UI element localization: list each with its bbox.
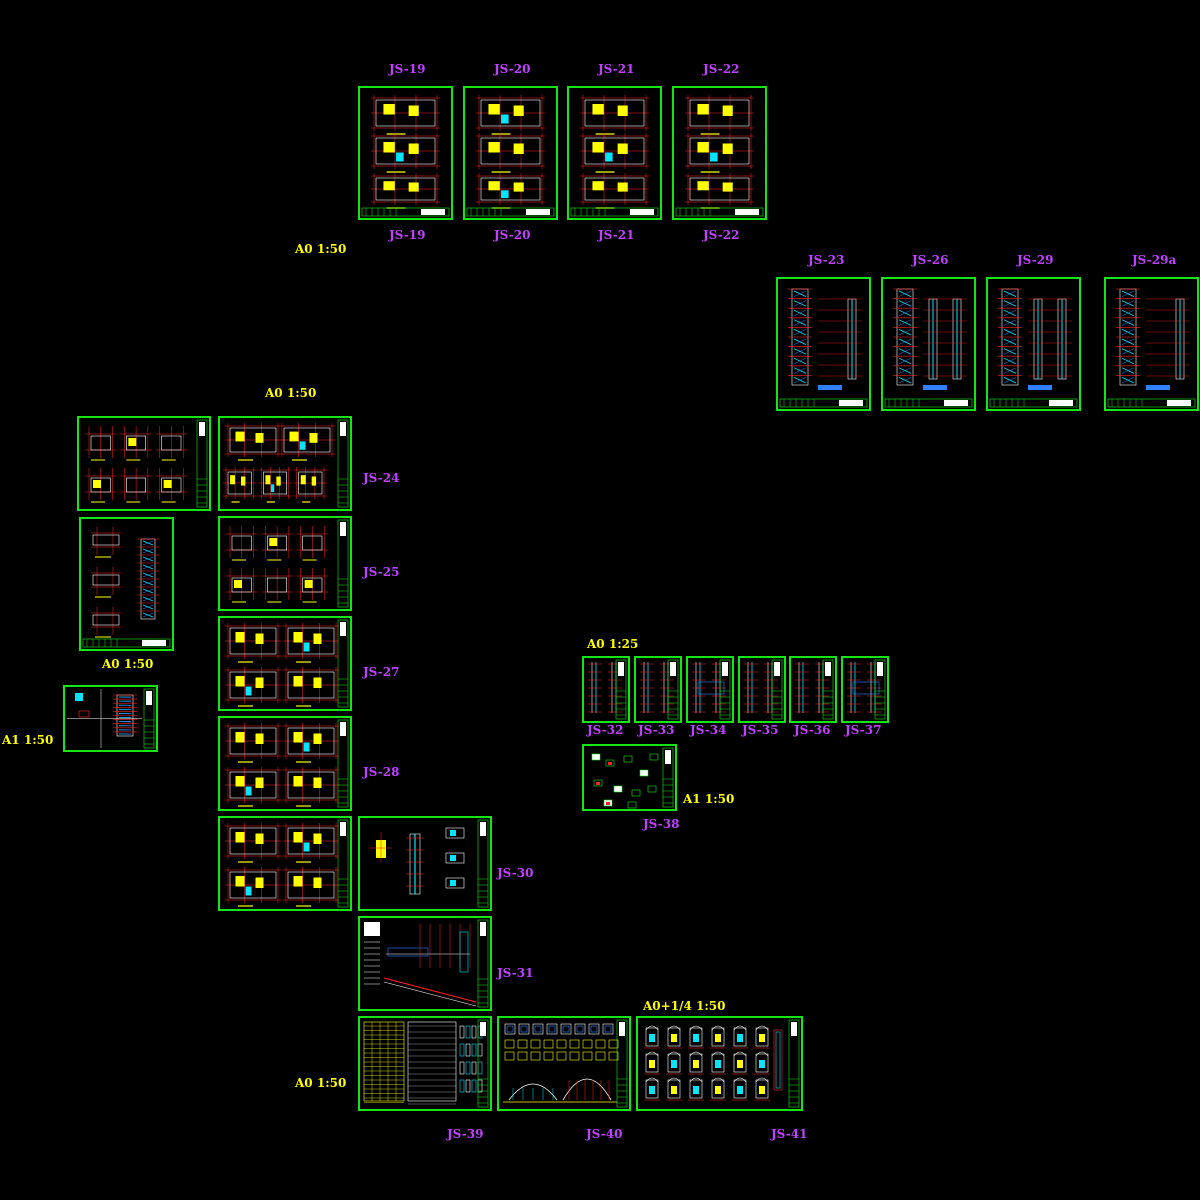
sheet-js-21-drawing: [570, 95, 659, 217]
sheet-js-34-drawing: [692, 659, 731, 720]
label-js-39: JS-39: [447, 1127, 484, 1141]
label-js-23: JS-23: [808, 253, 845, 267]
scale-note-a1-left: A1 1:50: [2, 733, 54, 747]
sheet-js-37-drawing: [847, 659, 886, 720]
sheet-js-38[interactable]: [582, 744, 677, 811]
sheet-js-33[interactable]: [634, 656, 682, 723]
label-js-27: JS-27: [363, 665, 400, 679]
label-js-33: JS-33: [638, 723, 675, 737]
label-js-26: JS-26: [912, 253, 949, 267]
label-js-36: JS-36: [794, 723, 831, 737]
label-js-24: JS-24: [363, 471, 400, 485]
label-js-38: JS-38: [643, 817, 680, 831]
sheet-js-23-drawing: [779, 288, 868, 408]
label-js-21-bottom: JS-21: [598, 228, 635, 242]
label-js-40: JS-40: [586, 1127, 623, 1141]
sheet-js-34[interactable]: [686, 656, 734, 723]
sheet-js-40-drawing: [503, 1019, 628, 1108]
sheet-js-25-drawing: [226, 519, 349, 608]
label-js-31: JS-31: [497, 966, 534, 980]
scale-note-a0-left-mid: A0 1:50: [102, 657, 154, 671]
sheet-left-b-drawing: [82, 527, 171, 648]
sheet-js-31[interactable]: [358, 916, 492, 1011]
label-js-28: JS-28: [363, 765, 400, 779]
sheet-js-23[interactable]: [776, 277, 871, 411]
sheet-js-30-drawing: [370, 819, 489, 908]
label-js-25: JS-25: [363, 565, 400, 579]
label-js-20-top: JS-20: [494, 62, 531, 76]
sheet-js-32-drawing: [588, 659, 627, 720]
scale-note-a0-left: A0 1:50: [265, 386, 317, 400]
sheet-js-36[interactable]: [789, 656, 837, 723]
scale-note-a0-bottom: A0 1:50: [295, 1076, 347, 1090]
sheet-js-35-drawing: [744, 659, 783, 720]
sheet-js-29a[interactable]: [1104, 277, 1199, 411]
sheet-js-25[interactable]: [218, 516, 352, 611]
scale-note-a1-detail: A1 1:50: [683, 792, 735, 806]
sheet-js-20-drawing: [466, 95, 555, 217]
label-js-35: JS-35: [742, 723, 779, 737]
sheet-js-19[interactable]: [358, 86, 453, 220]
sheet-js-20[interactable]: [463, 86, 558, 220]
label-js-32: JS-32: [587, 723, 624, 737]
sheet-js-27-drawing: [225, 619, 349, 708]
label-js-41: JS-41: [771, 1127, 808, 1141]
sheet-js-32[interactable]: [582, 656, 630, 723]
scale-note-a0-quarter: A0+1/4 1:50: [643, 999, 726, 1013]
sheet-js-24-drawing: [223, 419, 349, 508]
sheet-a1-small-drawing: [67, 688, 155, 749]
sheet-left-b[interactable]: [79, 517, 174, 651]
sheet-js-22[interactable]: [672, 86, 767, 220]
sheet-js-29a-drawing: [1107, 288, 1196, 408]
sheet-js-29b[interactable]: [218, 816, 352, 911]
label-js-19-bottom: JS-19: [389, 228, 426, 242]
sheet-js-19-drawing: [361, 95, 450, 217]
sheet-left-a-drawing: [85, 419, 208, 508]
sheet-js-28[interactable]: [218, 716, 352, 811]
sheet-a1-small[interactable]: [63, 685, 158, 752]
sheet-js-29[interactable]: [986, 277, 1081, 411]
sheet-js-36-drawing: [795, 659, 834, 720]
sheet-js-27[interactable]: [218, 616, 352, 711]
label-js-20-bottom: JS-20: [494, 228, 531, 242]
sheet-js-22-drawing: [675, 95, 764, 217]
sheet-js-24[interactable]: [218, 416, 352, 511]
sheet-js-38-drawing: [591, 747, 674, 809]
label-js-29a: JS-29a: [1132, 253, 1177, 267]
label-js-30: JS-30: [497, 866, 534, 880]
sheet-js-41[interactable]: [636, 1016, 803, 1111]
sheet-js-39-drawing: [363, 1019, 489, 1108]
scale-note-a0-top: A0 1:50: [295, 242, 347, 256]
sheet-js-21[interactable]: [567, 86, 662, 220]
label-js-22-bottom: JS-22: [703, 228, 740, 242]
sheet-js-26[interactable]: [881, 277, 976, 411]
sheet-js-29b-drawing: [225, 819, 349, 908]
sheet-js-28-drawing: [225, 719, 349, 808]
sheet-js-31-drawing: [364, 919, 489, 1008]
sheet-js-29-drawing: [989, 288, 1078, 408]
sheet-js-30[interactable]: [358, 816, 492, 911]
sheet-js-33-drawing: [640, 659, 679, 720]
label-js-37: JS-37: [845, 723, 882, 737]
sheet-js-35[interactable]: [738, 656, 786, 723]
sheet-js-37[interactable]: [841, 656, 889, 723]
label-js-21-top: JS-21: [598, 62, 635, 76]
label-js-29: JS-29: [1017, 253, 1054, 267]
sheet-js-26-drawing: [884, 288, 973, 408]
label-js-34: JS-34: [690, 723, 727, 737]
sheet-js-40[interactable]: [497, 1016, 631, 1111]
sheet-left-a[interactable]: [77, 416, 211, 511]
label-js-22-top: JS-22: [703, 62, 740, 76]
sheet-js-41-drawing: [644, 1019, 800, 1108]
scale-note-a0-detail: A0 1:25: [587, 637, 639, 651]
label-js-19-top: JS-19: [389, 62, 426, 76]
sheet-js-39[interactable]: [358, 1016, 492, 1111]
